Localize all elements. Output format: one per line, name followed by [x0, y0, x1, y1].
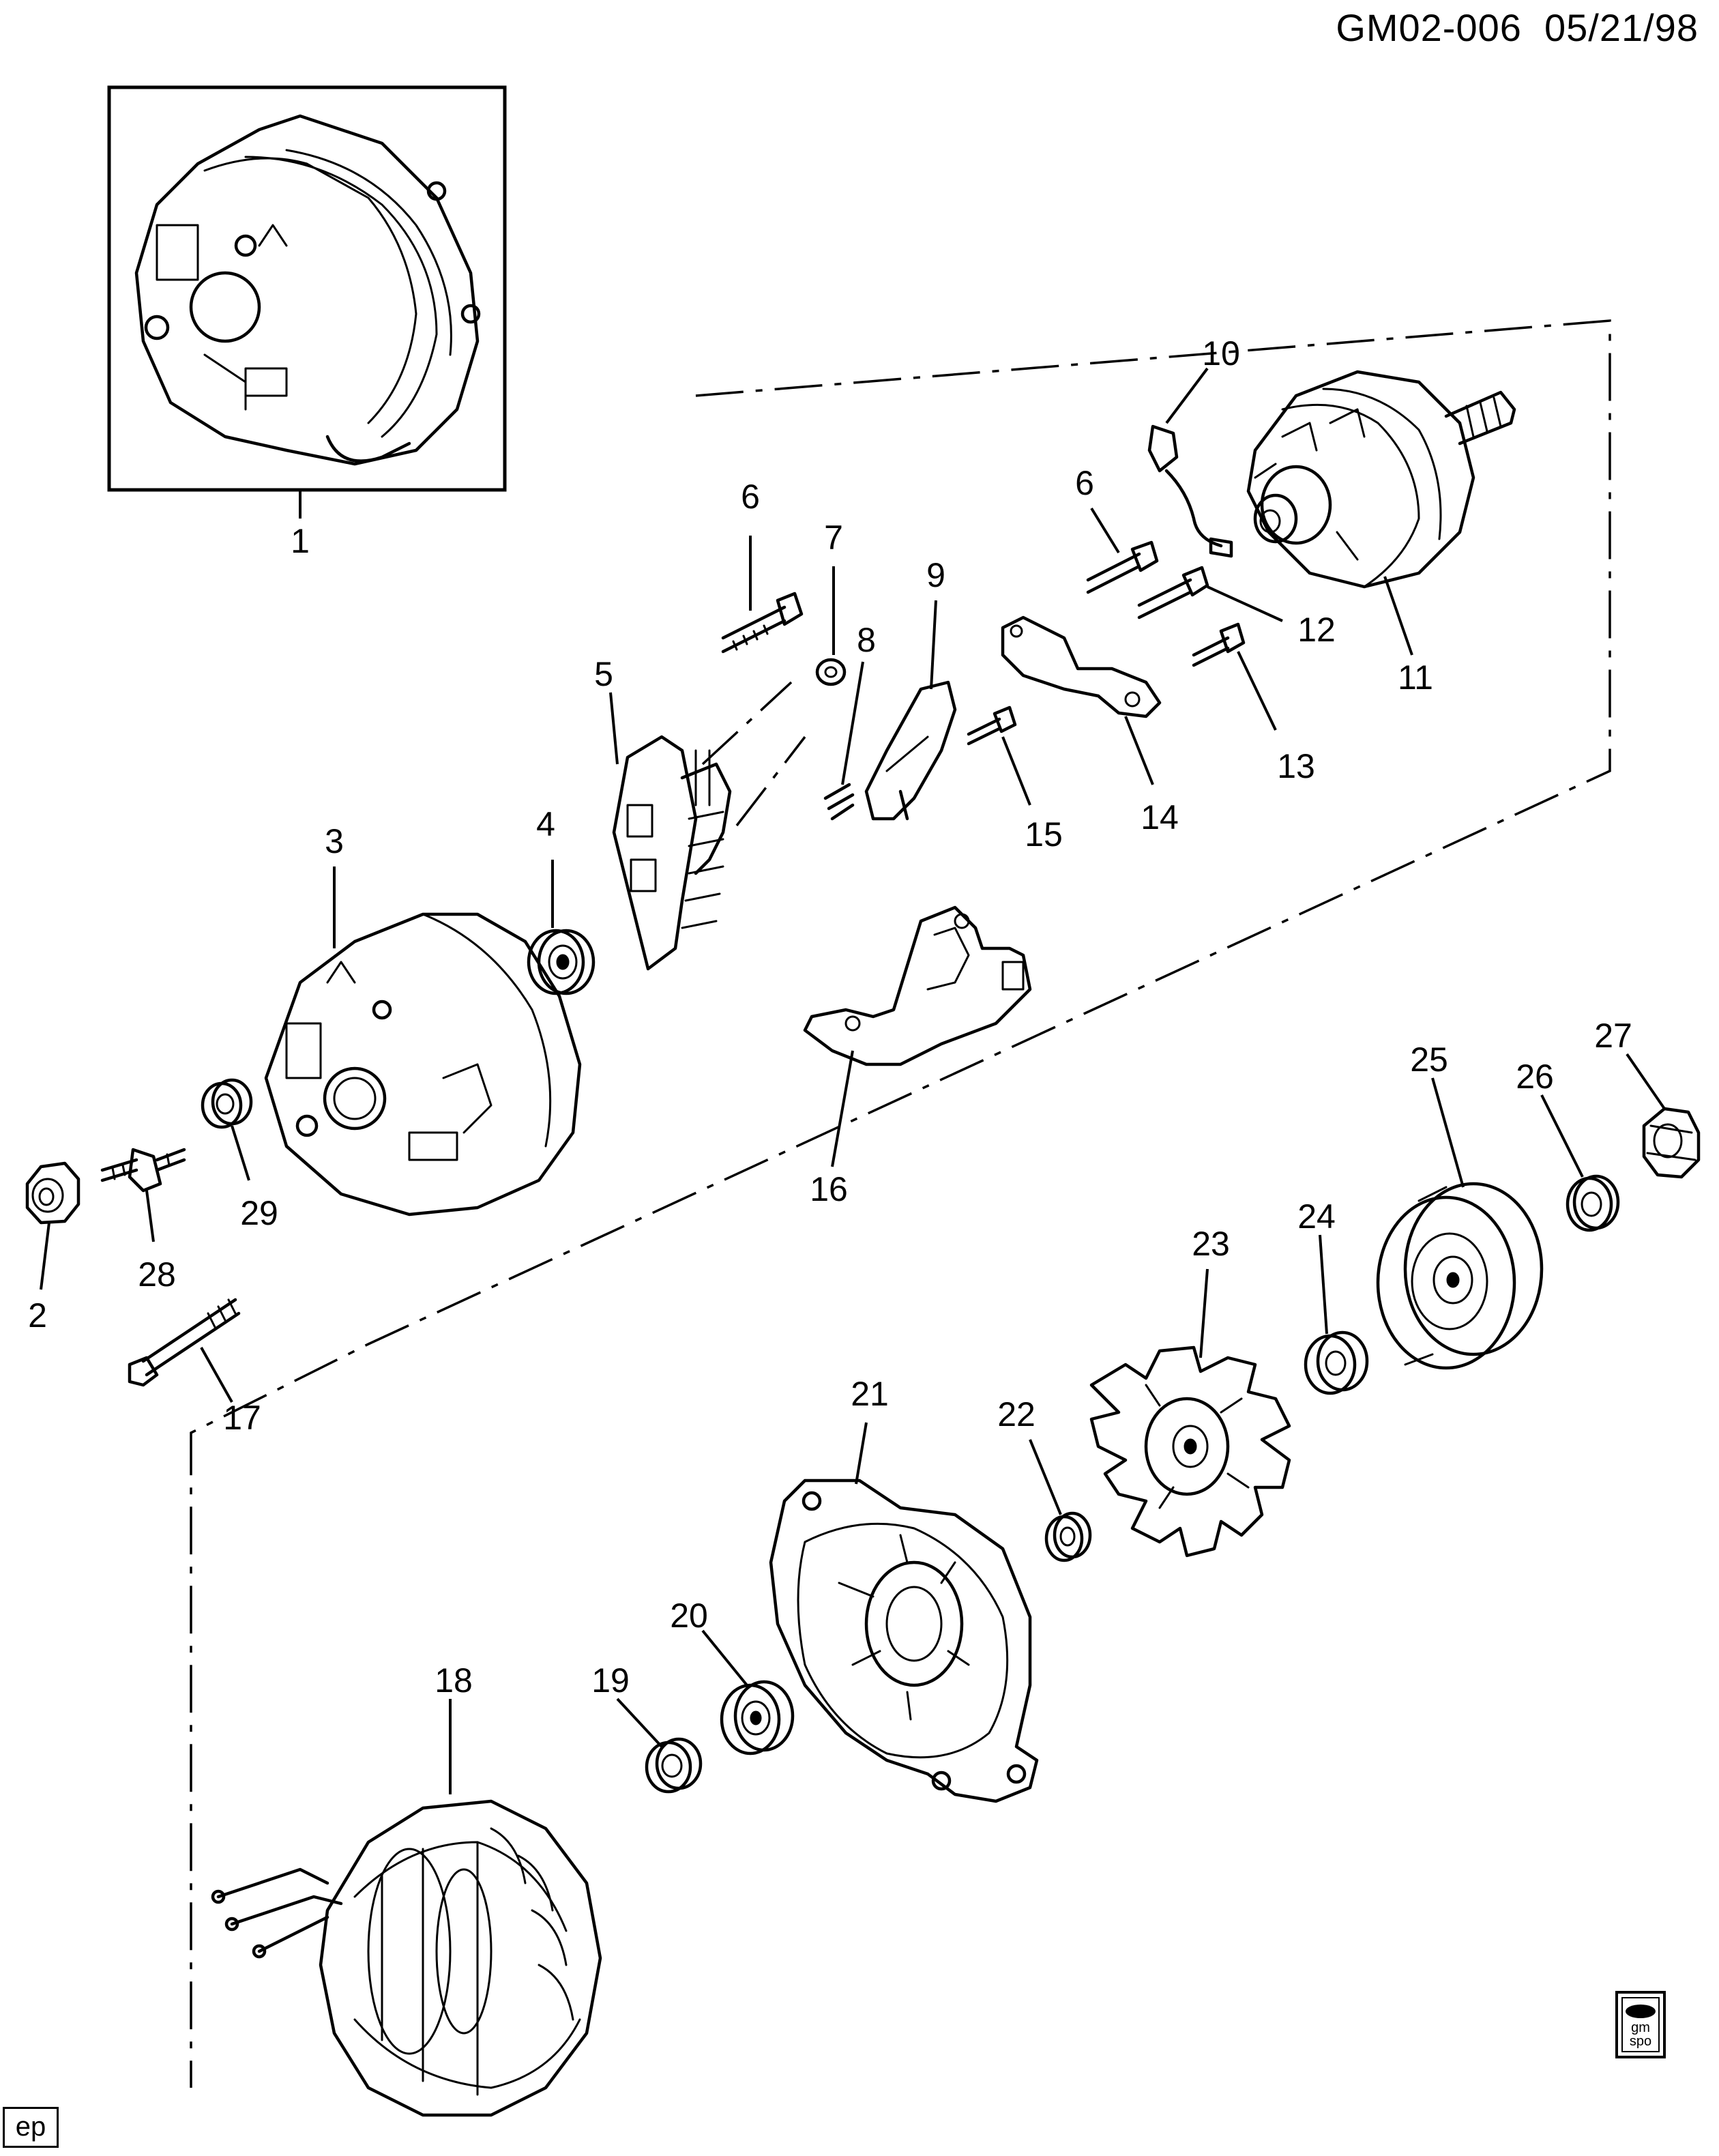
callout-21: 21	[851, 1375, 889, 1413]
bolt-illustration-3	[1137, 566, 1283, 622]
pulley-nut-illustration	[1626, 1053, 1701, 1179]
terminal-stud-illustration	[100, 1148, 186, 1242]
footer-tag: ep	[3, 2107, 59, 2148]
callout-24: 24	[1297, 1197, 1336, 1236]
nut-illustration	[25, 1161, 80, 1290]
callout-20: 20	[670, 1597, 708, 1635]
screw-illustration	[1192, 622, 1277, 731]
callout-26: 26	[1516, 1058, 1554, 1096]
bolt-illustration-2	[1086, 507, 1159, 594]
bracket-illustration	[1001, 615, 1162, 785]
screw-illustration-2	[967, 705, 1031, 806]
front-bearing-illustration	[701, 1629, 795, 1756]
callout-27: 27	[1594, 1017, 1632, 1055]
callout-5: 5	[594, 655, 613, 693]
callout-4: 4	[536, 805, 555, 843]
callout-13: 13	[1277, 747, 1315, 785]
rectifier-bridge-illustration	[609, 681, 806, 971]
terminal-lead-illustration	[1147, 367, 1233, 558]
logo-text-top: gm	[1631, 2020, 1650, 2035]
drawing-id: GM02-006	[1336, 6, 1522, 49]
spring-illustration	[823, 661, 864, 821]
pulley-illustration	[1376, 1077, 1544, 1370]
callout-numbers: 1 2 3 4 5 6 6 7 8 9 10 11 12 13 14 15 16…	[28, 334, 1632, 1700]
callout-18: 18	[435, 1661, 473, 1700]
rotor-illustration	[1246, 370, 1516, 656]
stator-illustration	[211, 1699, 602, 2117]
regulator-illustration	[803, 905, 1032, 1167]
drive-end-frame-illustration	[769, 1422, 1039, 1803]
washer-illustration	[815, 566, 847, 686]
callout-6b: 6	[1075, 464, 1094, 502]
boundary-lines	[190, 319, 1611, 2088]
callout-29: 29	[240, 1194, 278, 1232]
gm-spo-logo: gm spo	[1615, 1991, 1666, 2058]
callout-2: 2	[28, 1296, 47, 1335]
collar-illustration	[616, 1698, 703, 1794]
callout-15: 15	[1025, 815, 1063, 854]
alternator-assembly-illustration	[107, 85, 507, 519]
callout-6a: 6	[741, 478, 760, 516]
callout-16: 16	[810, 1170, 848, 1208]
callout-10: 10	[1202, 334, 1240, 373]
callout-12: 12	[1297, 611, 1336, 649]
brush-holder-illustration	[864, 600, 957, 821]
callout-7: 7	[824, 519, 843, 557]
fan-illustration	[1089, 1268, 1291, 1558]
callout-3: 3	[325, 822, 344, 860]
inner-collar-illustration	[1029, 1439, 1092, 1562]
spacer-illustration	[1304, 1234, 1369, 1395]
callout-17: 17	[223, 1399, 261, 1437]
insulator-illustration	[201, 1078, 253, 1181]
bearing-illustration	[527, 860, 596, 995]
bolt-illustration	[721, 536, 804, 654]
callout-28: 28	[138, 1255, 176, 1294]
callout-19: 19	[591, 1661, 630, 1700]
callout-23: 23	[1192, 1225, 1230, 1263]
slip-ring-end-frame-illustration	[264, 866, 582, 1217]
callout-9: 9	[926, 556, 945, 594]
callout-14: 14	[1141, 798, 1179, 836]
callout-11: 11	[1398, 658, 1433, 697]
through-bolt-illustration	[128, 1298, 241, 1403]
callout-1: 1	[291, 522, 310, 560]
pulley-washer-illustration	[1540, 1094, 1620, 1232]
callout-25: 25	[1410, 1040, 1448, 1079]
callout-22: 22	[997, 1395, 1035, 1433]
logo-text-bottom: spo	[1630, 2034, 1651, 2049]
callout-8: 8	[857, 621, 876, 659]
drawing-date: 05/21/98	[1544, 6, 1699, 49]
drawing-header: GM02-006 05/21/98	[1336, 5, 1699, 50]
